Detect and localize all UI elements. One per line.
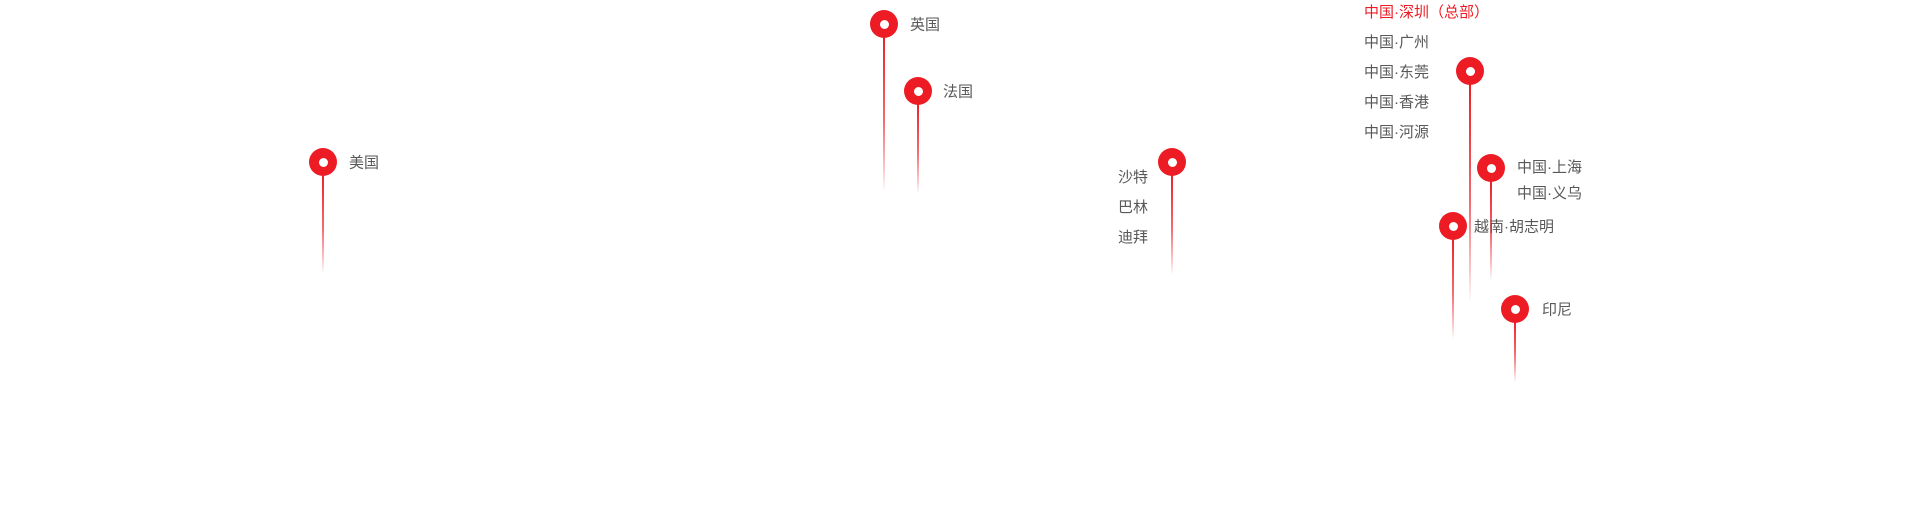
middle-east-label-list: 沙特 巴林 迪拜	[1118, 163, 1148, 253]
pin-tail-line	[322, 172, 324, 274]
city-list-item-dongguan[interactable]: 中国·东莞	[1364, 64, 1429, 81]
location-label-vietnam: 越南·胡志明	[1474, 218, 1554, 236]
location-pin-icon[interactable]	[1501, 295, 1529, 323]
location-label-dubai: 迪拜	[1117, 229, 1148, 246]
location-pin-icon[interactable]	[870, 10, 898, 38]
pin-hole	[1465, 66, 1475, 76]
city-list-item-guangzhou[interactable]: 中国·广州	[1364, 34, 1429, 51]
pin-tail-line	[1514, 319, 1516, 382]
location-pin-icon[interactable]	[1158, 148, 1186, 176]
location-pin-icon[interactable]	[1456, 57, 1484, 85]
pin-hole	[1486, 163, 1496, 173]
location-label-france: 法国	[943, 83, 974, 101]
pin-hole	[318, 157, 328, 167]
location-label-shanghai: 中国·上海	[1517, 159, 1582, 176]
location-label-yiwu: 中国·义乌	[1517, 185, 1582, 202]
location-pin-icon[interactable]	[904, 77, 932, 105]
pin-hole	[1510, 304, 1520, 314]
pin-tail-line	[883, 34, 885, 192]
pin-tail-line	[1452, 236, 1454, 339]
pin-hole	[1448, 221, 1458, 231]
location-label-usa: 美国	[349, 154, 380, 172]
east-china-label-list: 中国·上海 中国·义乌	[1517, 155, 1582, 207]
location-label-saudi: 沙特	[1117, 169, 1148, 186]
pin-hole	[879, 19, 889, 29]
pin-tail-line	[1469, 81, 1471, 303]
pin-hole	[913, 86, 923, 96]
pin-hole	[1167, 157, 1177, 167]
china-city-list: 中国·深圳（总部） 中国·广州 中国·东莞 中国·香港 中国·河源	[1364, 0, 1489, 148]
location-label-uk: 英国	[910, 16, 941, 34]
location-label-indonesia: 印尼	[1542, 301, 1573, 319]
city-list-item-shenzhen-hq[interactable]: 中国·深圳（总部）	[1364, 4, 1489, 21]
pin-tail-line	[1490, 178, 1492, 281]
location-pin-icon[interactable]	[1477, 154, 1505, 182]
pin-tail-line	[1171, 172, 1173, 275]
city-list-item-hongkong[interactable]: 中国·香港	[1364, 94, 1429, 111]
location-pin-icon[interactable]	[309, 148, 337, 176]
city-list-item-heyuan[interactable]: 中国·河源	[1364, 124, 1429, 141]
pin-tail-line	[917, 101, 919, 194]
location-label-bahrain: 巴林	[1117, 199, 1148, 216]
location-pin-icon[interactable]	[1439, 212, 1467, 240]
